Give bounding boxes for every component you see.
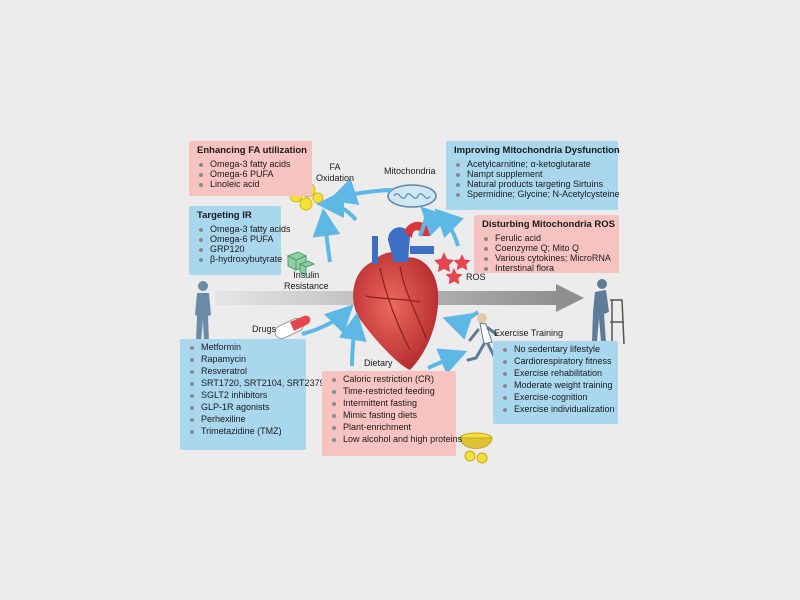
list-item: GLP-1R agonists (188, 402, 300, 412)
young-person-icon (195, 281, 211, 342)
list-item: Exercise-cognition (501, 392, 612, 402)
exercise-training-label: Exercise Training (494, 328, 564, 338)
drugs-box: Metformin Rapamycin Resveratrol SRT1720,… (180, 339, 325, 450)
arrow-exercise-to-heart (442, 310, 480, 340)
list-item: Acetylcarnitine; α-ketoglutarate (454, 159, 612, 169)
list-item: Various cytokines; MicroRNA (482, 253, 613, 263)
list-item: Metformin (188, 342, 300, 352)
list-item: Exercise individualization (501, 404, 615, 414)
mitochondria-label: Mitochondria (384, 166, 436, 176)
list-item: Omega-6 PUFA (197, 169, 306, 179)
list-item: Interstinal flora (482, 263, 613, 273)
dietary-list: Caloric restriction (CR) Time-restricted… (330, 374, 462, 444)
runner-icon (466, 313, 504, 362)
list-item: Linoleic acid (197, 179, 306, 189)
list-item: Omega-3 fatty acids (197, 159, 306, 169)
list-item: β-hydroxybutyrate (197, 254, 282, 264)
fa-oxidation-label: FA Oxidation (316, 162, 355, 183)
list-item: Perhexiline (188, 414, 300, 424)
drugs-label: Drugs (252, 324, 277, 334)
list-item: Moderate weight training (501, 380, 613, 390)
list-item: No sedentary lifestyle (501, 344, 612, 354)
list-item: Cardiorespiratory fitness (501, 356, 612, 366)
arrow-heart-to-fa (316, 190, 358, 222)
ros-label: ROS (466, 272, 486, 282)
food-bowl-icon (459, 432, 493, 464)
dietary-label: Dietary (364, 358, 393, 368)
list-item: Natural products targeting Sirtuins (454, 179, 612, 189)
list-item: Omega-6 PUFA (197, 234, 275, 244)
mito-ros-title: Disturbing Mitochondria ROS (482, 219, 615, 230)
list-item: Coenzyme Q; Mito Q (482, 243, 613, 253)
list-item: Time-restricted feeding (330, 386, 450, 396)
list-item: GRP120 (197, 244, 275, 254)
mito-dysfunction-list: Acetylcarnitine; α-ketoglutarate Nampt s… (454, 159, 620, 199)
ros-stars-icon (434, 252, 471, 285)
fa-utilization-list: Omega-3 fatty acids Omega-6 PUFA Linolei… (197, 159, 306, 189)
arrow-ros-to-mito (434, 208, 465, 247)
list-item: Mimic fasting diets (330, 410, 450, 420)
list-item: SRT1720, SRT2104, SRT2379 (188, 378, 325, 388)
insulin-resistance-icon (286, 251, 316, 276)
list-item: Ferulic acid (482, 233, 613, 243)
pill-icon (274, 315, 311, 340)
mito-dysfunction-box: Improving Mitochondria Dysfunction Acety… (446, 141, 620, 210)
heart-illustration (353, 221, 439, 370)
mito-dysfunction-title: Improving Mitochondria Dysfunction (454, 145, 620, 156)
fa-utilization-box: Enhancing FA utilization Omega-3 fatty a… (189, 141, 312, 196)
exercise-box: No sedentary lifestyle Cardiorespiratory… (493, 341, 618, 424)
list-item: Exercise rehabilitation (501, 368, 612, 378)
targeting-ir-title: Targeting IR (197, 210, 252, 221)
drugs-list: Metformin Rapamycin Resveratrol SRT1720,… (188, 342, 325, 436)
list-item: Spermidine; Glycine; N-Acetylcysteine (454, 189, 620, 199)
list-item: Intermittent fasting (330, 398, 450, 408)
elderly-walker-icon (592, 279, 625, 345)
list-item: Rapamycin (188, 354, 300, 364)
flow-arrows (301, 178, 480, 375)
list-item: SGLT2 inhibitors (188, 390, 300, 400)
insulin-resistance-label: Insulin Resistance (284, 270, 329, 291)
arrow-dietary-to-heart (338, 312, 367, 367)
list-item: Caloric restriction (CR) (330, 374, 450, 384)
dietary-box: Caloric restriction (CR) Time-restricted… (322, 371, 462, 456)
targeting-ir-list: Omega-3 fatty acids Omega-6 PUFA GRP120 … (197, 224, 291, 264)
arrow-dietary-to-exercise (427, 348, 468, 375)
targeting-ir-box: Targeting IR Omega-3 fatty acids Omega-6… (189, 206, 291, 275)
exercise-list: No sedentary lifestyle Cardiorespiratory… (501, 344, 615, 414)
list-item: Low alcohol and high proteins (330, 434, 462, 444)
list-item: Trimetazidine (TMZ) (188, 426, 300, 436)
list-item: Nampt supplement (454, 169, 612, 179)
arrow-heart-to-mito (418, 206, 451, 237)
arrow-ir-to-fa (312, 208, 341, 263)
fa-utilization-title: Enhancing FA utilization (197, 145, 307, 156)
mito-ros-box: Disturbing Mitochondria ROS Ferulic acid… (474, 215, 619, 273)
list-item: Omega-3 fatty acids (197, 224, 291, 234)
mitochondria-icon (387, 184, 437, 208)
list-item: Plant-enrichment (330, 422, 450, 432)
arrow-mito-to-fa (328, 178, 393, 205)
mito-ros-list: Ferulic acid Coenzyme Q; Mito Q Various … (482, 233, 613, 273)
list-item: Resveratrol (188, 366, 300, 376)
